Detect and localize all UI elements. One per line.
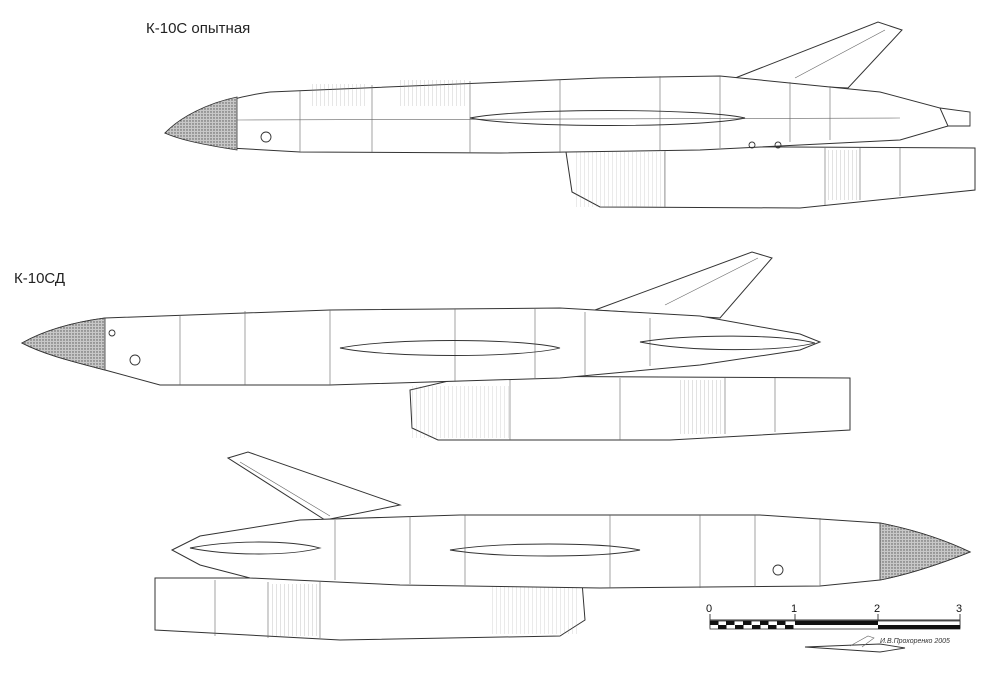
label-mid-variant: К-10СД xyxy=(14,270,66,287)
fuselage-top xyxy=(164,75,949,154)
missile-mid xyxy=(20,251,851,441)
missile-top xyxy=(164,21,976,209)
tail-fin-bottom xyxy=(226,451,402,521)
label-top-variant: К-10С опытная xyxy=(146,20,251,37)
scale-tick-0: 0 xyxy=(706,603,713,615)
fuselage-mid xyxy=(20,307,822,386)
scale-tick-2: 2 xyxy=(874,603,881,615)
missile-bottom xyxy=(154,451,972,641)
scale-checker xyxy=(710,621,960,629)
tail-fin-top xyxy=(724,21,903,89)
small-missile-icon xyxy=(804,635,906,653)
scale-bar xyxy=(709,614,961,630)
tail-fin-mid xyxy=(594,251,773,319)
nose-cone-top xyxy=(164,96,238,151)
nose-cone-mid xyxy=(21,317,106,371)
fuselage-bottom xyxy=(170,514,972,589)
author-credit: И.В.Прохоренко 2005 xyxy=(880,638,950,645)
scale-tick-3: 3 xyxy=(956,603,963,615)
scale-tick-1: 1 xyxy=(791,603,798,615)
nose-cone-bottom xyxy=(879,522,971,581)
